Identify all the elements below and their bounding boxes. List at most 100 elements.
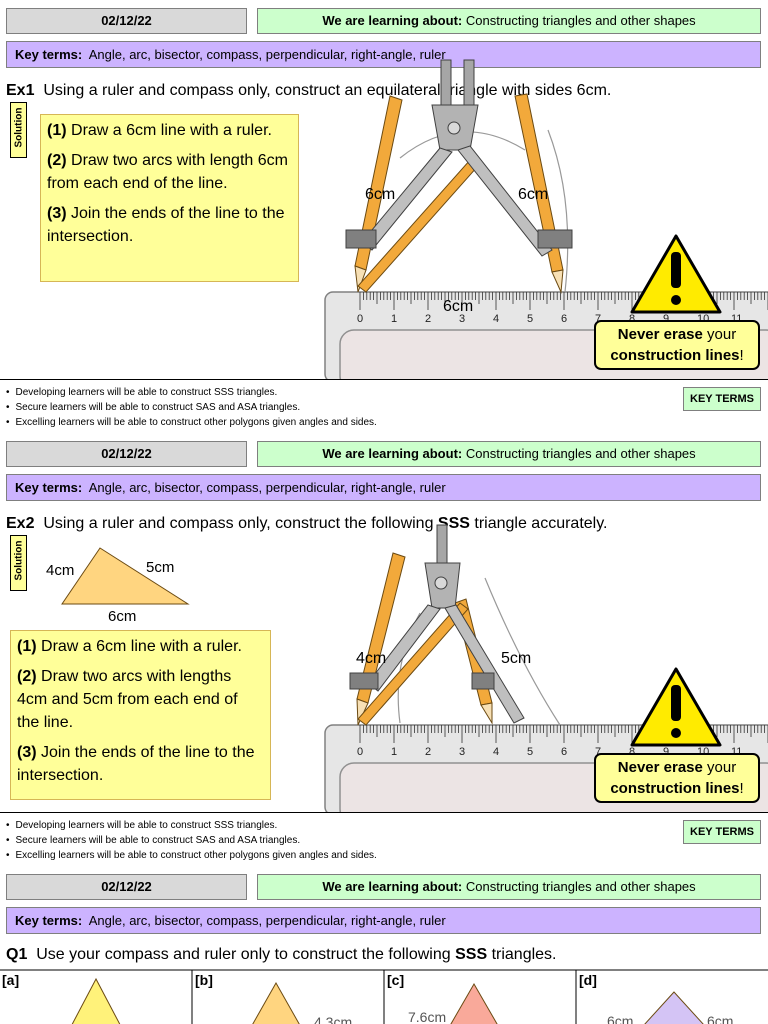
criteria-item: Excelling learners will be able to const… <box>6 848 377 863</box>
side-label-right: 5cm <box>501 650 532 667</box>
ruler-number: 4 <box>493 313 499 325</box>
warning-text: your <box>702 326 737 343</box>
ruler-number: 3 <box>459 746 465 758</box>
step-number: (3) <box>17 744 37 761</box>
step-text: Draw a 6cm line with a ruler. <box>66 122 272 139</box>
triangle-c <box>450 982 498 1024</box>
ruler-number: 8 <box>629 746 635 758</box>
ruler-number: 1 <box>391 746 397 758</box>
criteria-item: Developing learners will be able to cons… <box>6 818 377 833</box>
construction-arc <box>484 577 561 726</box>
question-text-bold: SSS <box>455 946 488 963</box>
slide-q1: 02/12/22 We are learning about: Construc… <box>0 866 768 1024</box>
warning-text: your <box>702 759 737 776</box>
key-terms-button[interactable]: KEY TERMS <box>683 387 761 411</box>
question-title: Q1 Use your compass and ruler only to co… <box>6 946 557 964</box>
step-text: Join the ends of the line to the interse… <box>17 744 255 784</box>
step-number: (1) <box>17 638 37 655</box>
triangle-base: 6cm <box>108 608 137 625</box>
warning-bold-line2: construction lines <box>610 780 740 797</box>
learning-topic: Constructing triangles and other shapes <box>465 446 696 461</box>
ruler-number: 1 <box>391 313 397 325</box>
key-terms-box: Key terms: Angle, arc, bisector, compass… <box>6 41 761 68</box>
ruler-number: 11 <box>731 746 742 758</box>
step-item: (3) Join the ends of the line to the int… <box>47 202 292 248</box>
solution-tag[interactable]: Solution <box>10 535 27 591</box>
triangle-a <box>71 977 121 1024</box>
side-label-right: 6cm <box>518 186 549 203</box>
learning-prefix: We are learning about: <box>322 13 463 28</box>
learning-topic: Constructing triangles and other shapes <box>465 13 696 28</box>
example-label: Ex2 <box>6 515 35 532</box>
ruler-number: 7 <box>595 746 601 758</box>
part-c-label: [c] <box>387 972 405 988</box>
example-text-end: triangle accurately. <box>469 515 608 532</box>
warning-excl: ! <box>739 780 744 797</box>
warning-excl: ! <box>739 347 744 364</box>
step-number: (2) <box>47 152 67 169</box>
base-label: 6cm <box>443 298 474 315</box>
date-text: 02/12/22 <box>101 879 152 894</box>
key-terms-list: Angle, arc, bisector, compass, perpendic… <box>88 47 446 62</box>
side-label-left: 4cm <box>356 650 387 667</box>
criteria-item: Secure learners will be able to construc… <box>6 400 377 415</box>
compass-icon <box>349 524 525 724</box>
step-text: Draw a 6cm line with a ruler. <box>36 638 242 655</box>
key-terms-prefix: Key terms: <box>15 913 83 928</box>
pencil-left <box>354 95 403 293</box>
criteria-item: Developing learners will be able to cons… <box>6 385 377 400</box>
ruler-number: 6 <box>561 746 567 758</box>
date-text: 02/12/22 <box>101 13 152 28</box>
warning-callout: Never erase your construction lines! <box>594 753 760 803</box>
ruler-number: 2 <box>425 746 431 758</box>
ruler-number: 11 <box>731 313 742 325</box>
warning-bold-line2: construction lines <box>610 347 740 364</box>
step-text: Draw two arcs with length 6cm from each … <box>47 152 288 192</box>
pencil-center <box>357 602 469 726</box>
key-terms-prefix: Key terms: <box>15 480 83 495</box>
ruler-number: 5 <box>527 746 533 758</box>
part-a-label: [a] <box>2 972 20 988</box>
ruler-number: 8 <box>629 313 635 325</box>
step-item: (2) Draw two arcs with length 6cm from e… <box>47 149 292 195</box>
side-label-left: 6cm <box>365 186 396 203</box>
key-terms-button[interactable]: KEY TERMS <box>683 820 761 844</box>
warning-icon <box>630 667 722 747</box>
ruler-number: 7 <box>595 313 601 325</box>
steps-box: (1) Draw a 6cm line with a ruler. (2) Dr… <box>10 630 271 800</box>
learning-topic: Constructing triangles and other shapes <box>465 879 696 894</box>
triangle-b <box>252 981 300 1024</box>
step-number: (2) <box>17 668 37 685</box>
learning-objective-box: We are learning about: Constructing tria… <box>257 8 761 34</box>
part-b-side: 4.3cm <box>314 1014 353 1024</box>
success-criteria: Developing learners will be able to cons… <box>6 385 377 430</box>
part-d-side-right: 6cm <box>707 1013 734 1024</box>
question-triangles <box>0 969 768 1024</box>
warning-callout: Never erase your construction lines! <box>594 320 760 370</box>
step-item: (2) Draw two arcs with lengths 4cm and 5… <box>17 665 264 734</box>
step-text: Draw two arcs with lengths 4cm and 5cm f… <box>17 668 238 731</box>
key-terms-list: Angle, arc, bisector, compass, perpendic… <box>88 480 446 495</box>
compass-icon <box>345 59 573 257</box>
step-number: (3) <box>47 205 67 222</box>
steps-box: (1) Draw a 6cm line with a ruler. (2) Dr… <box>40 114 299 282</box>
key-terms-box: Key terms: Angle, arc, bisector, compass… <box>6 474 761 501</box>
triangle-side-left: 4cm <box>46 562 75 579</box>
given-triangle <box>61 547 190 605</box>
key-terms-list: Angle, arc, bisector, compass, perpendic… <box>88 913 446 928</box>
ruler-number: 0 <box>357 313 363 325</box>
part-b-label: [b] <box>195 972 213 988</box>
triangle-side-right: 5cm <box>146 559 175 576</box>
warning-bold: Never erase <box>617 326 703 343</box>
date-text: 02/12/22 <box>101 446 152 461</box>
solution-tag[interactable]: Solution <box>10 102 27 158</box>
key-terms-prefix: Key terms: <box>15 47 83 62</box>
part-d-side-left: 6cm <box>607 1013 634 1024</box>
ruler-number: 4 <box>493 746 499 758</box>
triangle-d <box>644 991 704 1024</box>
ruler-number: 9 <box>663 746 669 758</box>
example-label: Ex1 <box>6 82 35 99</box>
footer-divider <box>0 812 768 813</box>
